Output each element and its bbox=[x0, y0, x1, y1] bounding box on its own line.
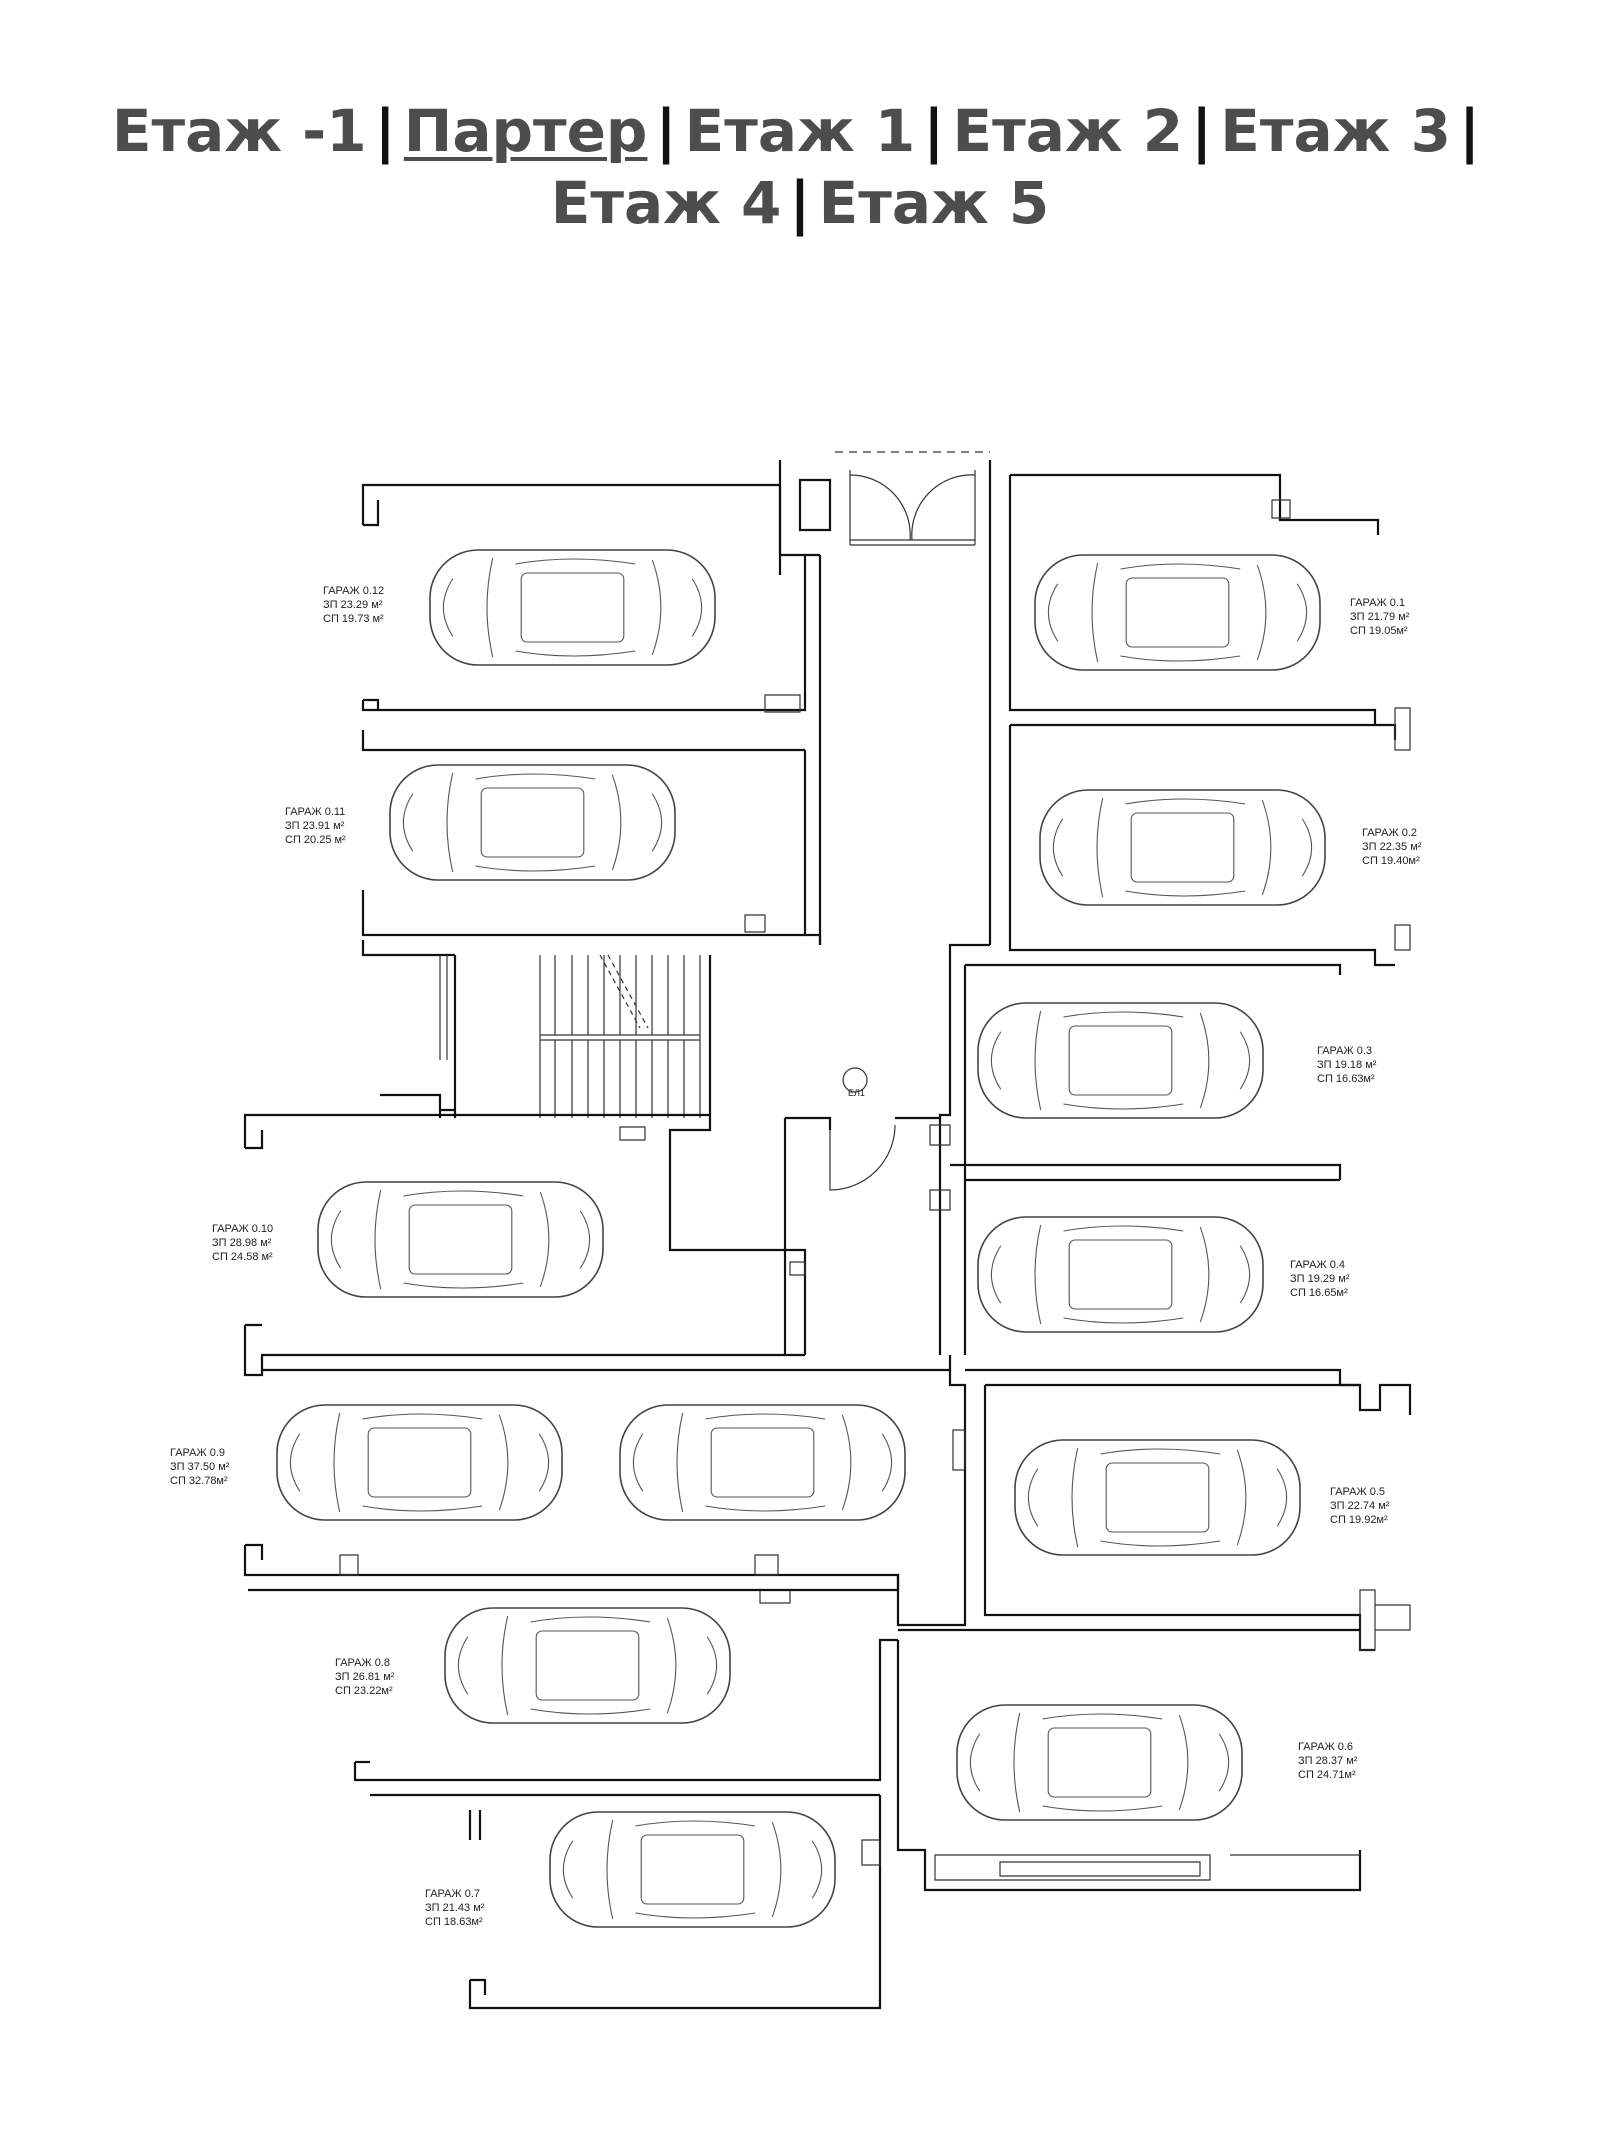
garage-label-0-5-name: ГАРАЖ 0.5 bbox=[1330, 1486, 1385, 1498]
floor-link-ground[interactable]: Партер bbox=[403, 97, 648, 165]
garage-label-0-6-sp: СП 24.71м² bbox=[1298, 1769, 1356, 1781]
floor-nav-line-1: Етаж -1|Партер|Етаж 1|Етаж 2|Етаж 3| bbox=[0, 95, 1600, 167]
garage-label-0-10-sp: СП 24.58 м² bbox=[212, 1251, 273, 1263]
garage-label-0-10-zp: ЗП 28.98 м² bbox=[212, 1237, 272, 1249]
garage-label-0-2-zp: ЗП 22.35 м² bbox=[1362, 841, 1422, 853]
floor-link-2[interactable]: Етаж 2 bbox=[952, 97, 1184, 165]
garage-label-0-6-name: ГАРАЖ 0.6 bbox=[1298, 1741, 1353, 1753]
floor-link-4[interactable]: Етаж 4 bbox=[550, 169, 782, 237]
garage-label-0-8-name: ГАРАЖ 0.8 bbox=[335, 1657, 390, 1669]
car-icon bbox=[276, 1404, 563, 1521]
garage-label-0-9-name: ГАРАЖ 0.9 bbox=[170, 1447, 225, 1459]
garage-label-0-9-zp: ЗП 37.50 м² bbox=[170, 1461, 230, 1473]
floor-separator: | bbox=[1458, 97, 1481, 165]
floor-link-1[interactable]: Етаж 1 bbox=[684, 97, 916, 165]
garage-label-0-1-sp: СП 19.05м² bbox=[1350, 625, 1408, 637]
car-icon bbox=[444, 1607, 731, 1724]
garage-label-0-12-zp: ЗП 23.29 м² bbox=[323, 599, 383, 611]
garage-label-0-6-zp: ЗП 28.37 м² bbox=[1298, 1755, 1358, 1767]
garage-label-0-2-name: ГАРАЖ 0.2 bbox=[1362, 827, 1417, 839]
car-icon bbox=[389, 764, 676, 881]
garage-label-0-7-sp: СП 18.63м² bbox=[425, 1916, 483, 1928]
car-icon bbox=[549, 1811, 836, 1928]
car-icon bbox=[429, 549, 716, 666]
garage-label-0-3-name: ГАРАЖ 0.3 bbox=[1317, 1045, 1372, 1057]
garage-label-0-12-name: ГАРАЖ 0.12 bbox=[323, 585, 384, 597]
floor-navigation: Етаж -1|Партер|Етаж 1|Етаж 2|Етаж 3| Ета… bbox=[0, 95, 1600, 239]
garage-label-0-4-zp: ЗП 19.29 м² bbox=[1290, 1273, 1350, 1285]
garage-label-0-7-zp: ЗП 21.43 м² bbox=[425, 1902, 485, 1914]
garage-label-0-10-name: ГАРАЖ 0.10 bbox=[212, 1223, 273, 1235]
elevator-label: ЕЛ1 bbox=[848, 1088, 865, 1098]
floor-separator: | bbox=[923, 97, 945, 165]
car-icon bbox=[977, 1002, 1264, 1119]
garage-label-0-1-name: ГАРАЖ 0.1 bbox=[1350, 597, 1405, 609]
floor-separator: | bbox=[1191, 97, 1213, 165]
garage-label-0-8-zp: ЗП 26.81 м² bbox=[335, 1671, 395, 1683]
floor-nav-line-2: Етаж 4|Етаж 5 bbox=[0, 167, 1600, 239]
car-icons bbox=[276, 549, 1326, 1928]
garage-label-0-7-name: ГАРАЖ 0.7 bbox=[425, 1888, 480, 1900]
garage-label-0-8-sp: СП 23.22м² bbox=[335, 1685, 393, 1697]
garage-label-0-11-zp: ЗП 23.91 м² bbox=[285, 820, 345, 832]
car-icon bbox=[977, 1216, 1264, 1333]
garage-label-0-1-zp: ЗП 21.79 м² bbox=[1350, 611, 1410, 623]
car-icon bbox=[956, 1704, 1243, 1821]
garage-label-0-4-sp: СП 16.65м² bbox=[1290, 1287, 1348, 1299]
floor-separator: | bbox=[789, 169, 811, 237]
garage-label-0-12-sp: СП 19.73 м² bbox=[323, 613, 384, 625]
car-icon bbox=[1034, 554, 1321, 671]
garage-label-0-2-sp: СП 19.40м² bbox=[1362, 855, 1420, 867]
garage-label-0-3-zp: ЗП 19.18 м² bbox=[1317, 1059, 1377, 1071]
floor-link-minus-1[interactable]: Етаж -1 bbox=[111, 97, 367, 165]
garage-label-0-5-sp: СП 19.92м² bbox=[1330, 1514, 1388, 1526]
car-icon bbox=[1039, 789, 1326, 906]
garage-label-0-9-sp: СП 32.78м² bbox=[170, 1475, 228, 1487]
garage-label-0-11-name: ГАРАЖ 0.11 bbox=[285, 806, 345, 818]
garage-label-0-11-sp: СП 20.25 м² bbox=[285, 834, 346, 846]
garage-label-0-3-sp: СП 16.63м² bbox=[1317, 1073, 1375, 1085]
plan-walls bbox=[243, 451, 1412, 2010]
car-icon bbox=[1014, 1439, 1301, 1556]
garage-label-0-5-zp: ЗП 22.74 м² bbox=[1330, 1500, 1390, 1512]
floor-separator: | bbox=[655, 97, 677, 165]
floor-link-5[interactable]: Етаж 5 bbox=[818, 169, 1050, 237]
garage-labels: ГАРАЖ 0.1 ЗП 21.79 м² СП 19.05м² ГАРАЖ 0… bbox=[170, 585, 1422, 1928]
floor-link-3[interactable]: Етаж 3 bbox=[1220, 97, 1451, 165]
car-icon bbox=[317, 1181, 604, 1298]
car-icon bbox=[619, 1404, 906, 1521]
floor-separator: | bbox=[374, 97, 396, 165]
garage-label-0-4-name: ГАРАЖ 0.4 bbox=[1290, 1259, 1345, 1271]
